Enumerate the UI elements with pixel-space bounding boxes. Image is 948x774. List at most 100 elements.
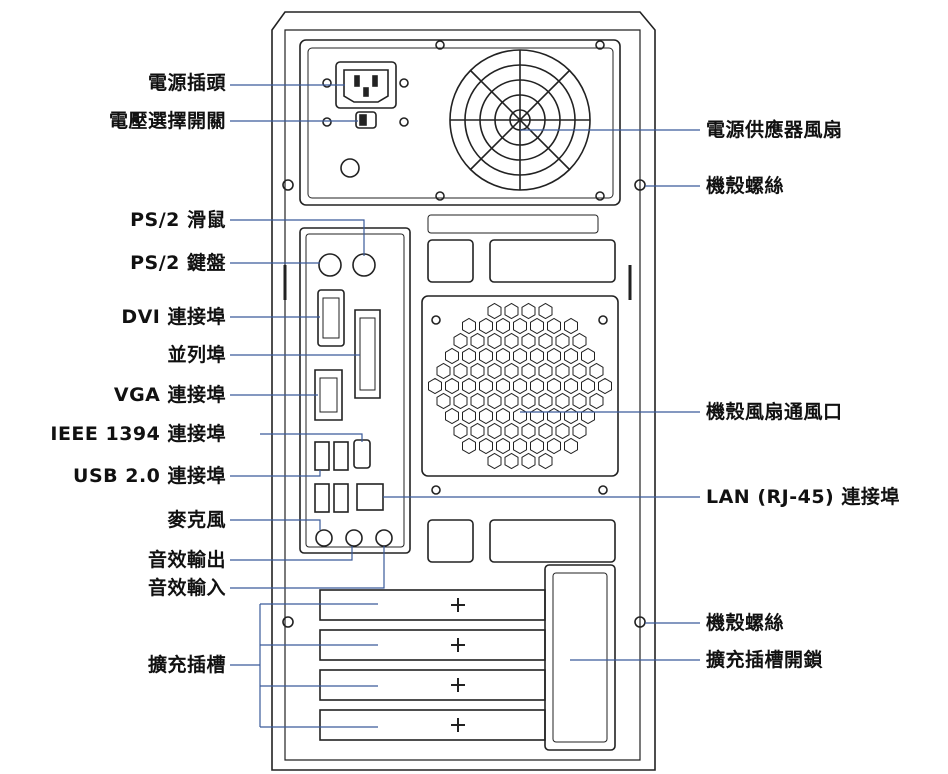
vent-hole	[564, 317, 578, 335]
vent-hole	[487, 422, 502, 440]
vent-hole	[504, 332, 519, 350]
microphone-jack	[315, 529, 333, 547]
vent-hole	[513, 347, 527, 365]
vent-hole	[513, 317, 527, 335]
vent-hole	[572, 362, 587, 380]
vent-hole	[564, 437, 578, 455]
vent-hole	[513, 407, 527, 425]
label-slot-lock: 擴充插槽開鎖	[706, 649, 824, 671]
vent-hole	[453, 332, 468, 350]
lan-shape	[356, 483, 384, 511]
chassis-outline	[271, 11, 656, 771]
vga-shape	[314, 369, 343, 421]
vent-hole	[538, 422, 553, 440]
usb-shape-4	[333, 483, 349, 513]
vent-hole	[547, 377, 561, 395]
vent-hole	[504, 392, 519, 410]
vent-hole	[581, 407, 595, 425]
dvi-shape	[317, 289, 345, 347]
vent-hole	[555, 362, 570, 380]
vent-hole	[479, 407, 493, 425]
vent-hole	[555, 422, 570, 440]
slot-lock-shape	[544, 564, 616, 751]
label-lan-port: LAN (RJ-45) 連接埠	[706, 486, 900, 508]
label-ps2-mouse: PS/2 滑鼠	[130, 209, 226, 231]
vent-hole	[547, 347, 561, 365]
vent-hole	[496, 317, 510, 335]
vent-hole	[530, 377, 544, 395]
vent-hole	[581, 347, 595, 365]
label-microphone: 麥克風	[167, 509, 226, 531]
vent-hole	[547, 437, 561, 455]
usb-shape-2	[333, 441, 349, 471]
parallel-shape	[354, 309, 381, 399]
label-audio-out: 音效輸出	[147, 549, 226, 571]
vent-hole	[538, 332, 553, 350]
vent-hole	[479, 437, 493, 455]
label-voltage-switch: 電壓選擇開關	[108, 110, 226, 132]
expansion-slots-shape	[319, 589, 546, 741]
voltage-switch-shape	[355, 111, 377, 129]
label-power-socket: 電源插頭	[147, 72, 226, 94]
vent-hole	[530, 407, 544, 425]
vent-hole	[513, 377, 527, 395]
label-usb-port: USB 2.0 連接埠	[73, 465, 226, 487]
vent-hole	[572, 422, 587, 440]
vent-hole	[462, 407, 476, 425]
vent-hole	[470, 422, 485, 440]
label-psu-fan: 電源供應器風扇	[706, 119, 843, 141]
case-fan-vent-shape	[421, 295, 619, 477]
usb-shape-1	[314, 441, 330, 471]
vent-hole	[462, 347, 476, 365]
vent-hole	[564, 347, 578, 365]
vent-hole	[547, 407, 561, 425]
vent-hole	[445, 377, 459, 395]
label-ps2-keyboard: PS/2 鍵盤	[130, 252, 226, 274]
vent-hole	[470, 332, 485, 350]
vent-hole	[470, 392, 485, 410]
vent-hole	[589, 362, 604, 380]
vent-hole	[487, 452, 502, 470]
vent-hole	[572, 332, 587, 350]
ps2-keyboard-shape	[318, 253, 342, 277]
vent-hole	[530, 347, 544, 365]
vent-hole	[564, 377, 578, 395]
vent-hole	[462, 317, 476, 335]
vent-hole	[428, 377, 442, 395]
vent-hole	[521, 332, 536, 350]
vent-hole	[504, 302, 519, 320]
vent-hole	[538, 302, 553, 320]
vent-hole	[504, 452, 519, 470]
vent-hole	[538, 362, 553, 380]
vent-hole	[598, 377, 612, 395]
vent-hole	[504, 362, 519, 380]
vent-hole	[538, 452, 553, 470]
vent-hole	[581, 377, 595, 395]
vent-hole	[462, 377, 476, 395]
vent-hole	[462, 437, 476, 455]
label-vga-port: VGA 連接埠	[113, 384, 226, 406]
vent-hole	[572, 392, 587, 410]
vent-hole	[487, 392, 502, 410]
label-expansion-slots: 擴充插槽	[147, 654, 226, 676]
vent-hole	[453, 392, 468, 410]
label-case-screw-top: 機殼螺絲	[706, 175, 785, 197]
vent-hole	[445, 407, 459, 425]
vent-hole	[479, 317, 493, 335]
vent-hole	[453, 362, 468, 380]
vent-hole	[538, 392, 553, 410]
vent-hole	[479, 377, 493, 395]
audio-out-jack	[345, 529, 363, 547]
vent-hole	[555, 332, 570, 350]
vent-hole	[530, 437, 544, 455]
io-panel	[299, 227, 411, 554]
label-parallel-port: 並列埠	[167, 344, 226, 366]
vent-hole	[521, 302, 536, 320]
label-ieee1394-port: IEEE 1394 連接埠	[50, 423, 226, 445]
vent-hole	[555, 392, 570, 410]
vent-hole	[496, 347, 510, 365]
ps2-mouse-shape	[352, 253, 376, 277]
vent-hole	[513, 437, 527, 455]
psu-frame	[299, 39, 621, 206]
